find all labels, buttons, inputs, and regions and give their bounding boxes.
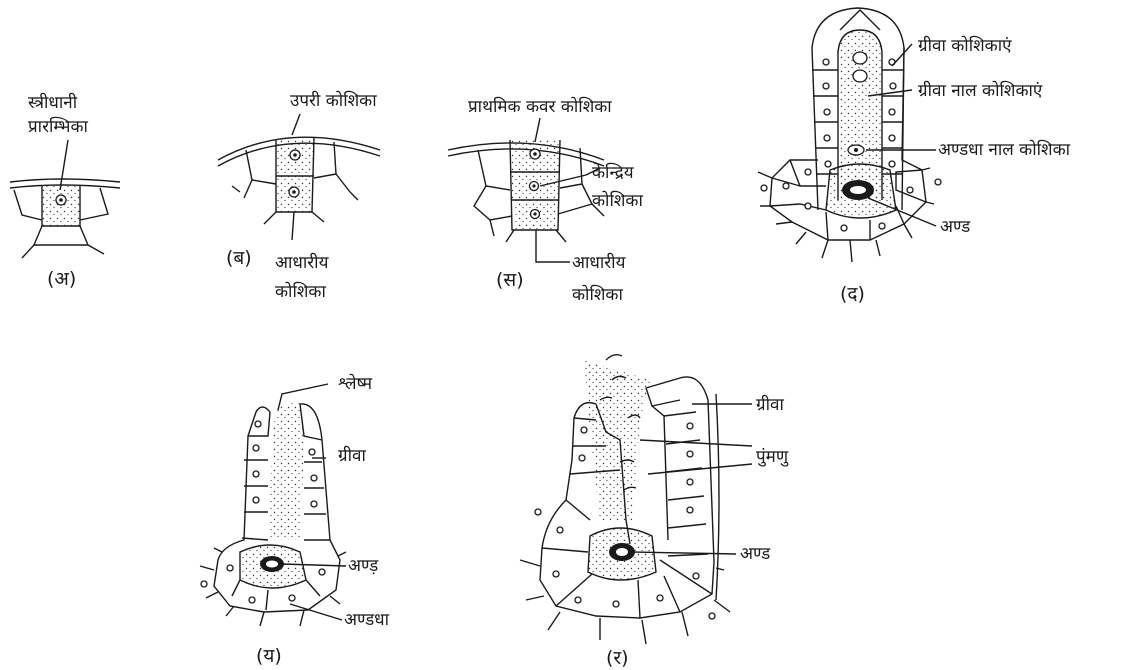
label-b-2: आधारीय [275, 252, 330, 273]
leader-a [60, 140, 68, 190]
label-b-3: कोशिका [275, 281, 326, 302]
label-a-2: प्रारम्भिका [28, 116, 89, 137]
caption-c: (स) [496, 269, 524, 291]
surface-a [10, 179, 120, 182]
leader-e-4 [290, 604, 342, 620]
leader-f-2b [648, 464, 752, 474]
label-e-4: अण्डधा [344, 610, 390, 630]
label-b-1: उपरी कोशिका [290, 90, 377, 111]
leader-b-bottom [292, 212, 294, 240]
leader-c-bottom [536, 230, 570, 262]
label-c-4: आधारीय [572, 252, 627, 273]
figure-f: ग्रीवा पुंमणु अण्ड (र) [520, 355, 789, 669]
label-c-5: कोशिका [572, 284, 623, 305]
label-f-1: ग्रीवा [756, 394, 784, 415]
label-f-2: पुंमणु [756, 447, 789, 467]
caption-f: (र) [606, 647, 629, 669]
leader-b-top [292, 114, 300, 135]
caption-b: (ब) [226, 247, 252, 269]
caption-e: (य) [256, 645, 282, 667]
label-d-2: ग्रीवा नाल कोशिकाएं [918, 80, 1043, 101]
label-d-3: अण्डधा नाल कोशिका [938, 139, 1071, 160]
caption-d: (द) [840, 283, 865, 305]
label-c-3: कोशिका [592, 190, 643, 211]
caption-a: (अ) [47, 268, 76, 290]
label-a-1: स्त्रीधानी [28, 92, 78, 113]
figure-e: श्लेष्म ग्रीवा अण्ड़ अण्डधा (य) [200, 373, 390, 667]
label-e-3: अण्ड़ [348, 556, 379, 576]
label-f-3: अण्ड [740, 544, 771, 564]
label-e-2: ग्रीवा [338, 445, 366, 466]
figure-d: ग्रीवा कोशिकाएं ग्रीवा नाल कोशिकाएं अण्ड… [758, 8, 1071, 305]
label-e-1: श्लेष्म [338, 373, 373, 394]
figure-c: प्राथमिक कवर कोशिका केन्द्रिय कोशिका आधा… [448, 96, 643, 305]
figure-b: उपरी कोशिका (ब) आधारीय कोशिका [218, 90, 380, 302]
initial-cell-a [42, 186, 80, 226]
label-c-2: केन्द्रिय [592, 162, 635, 183]
label-d-4: अण्ड [940, 217, 971, 237]
label-c-1: प्राथमिक कवर कोशिका [468, 96, 612, 117]
leader-d-1 [892, 44, 912, 66]
figure-a: स्त्रीधानी प्रारम्भिका (अ) [10, 92, 120, 290]
label-d-1: ग्रीवा कोशिकाएं [918, 35, 1012, 56]
